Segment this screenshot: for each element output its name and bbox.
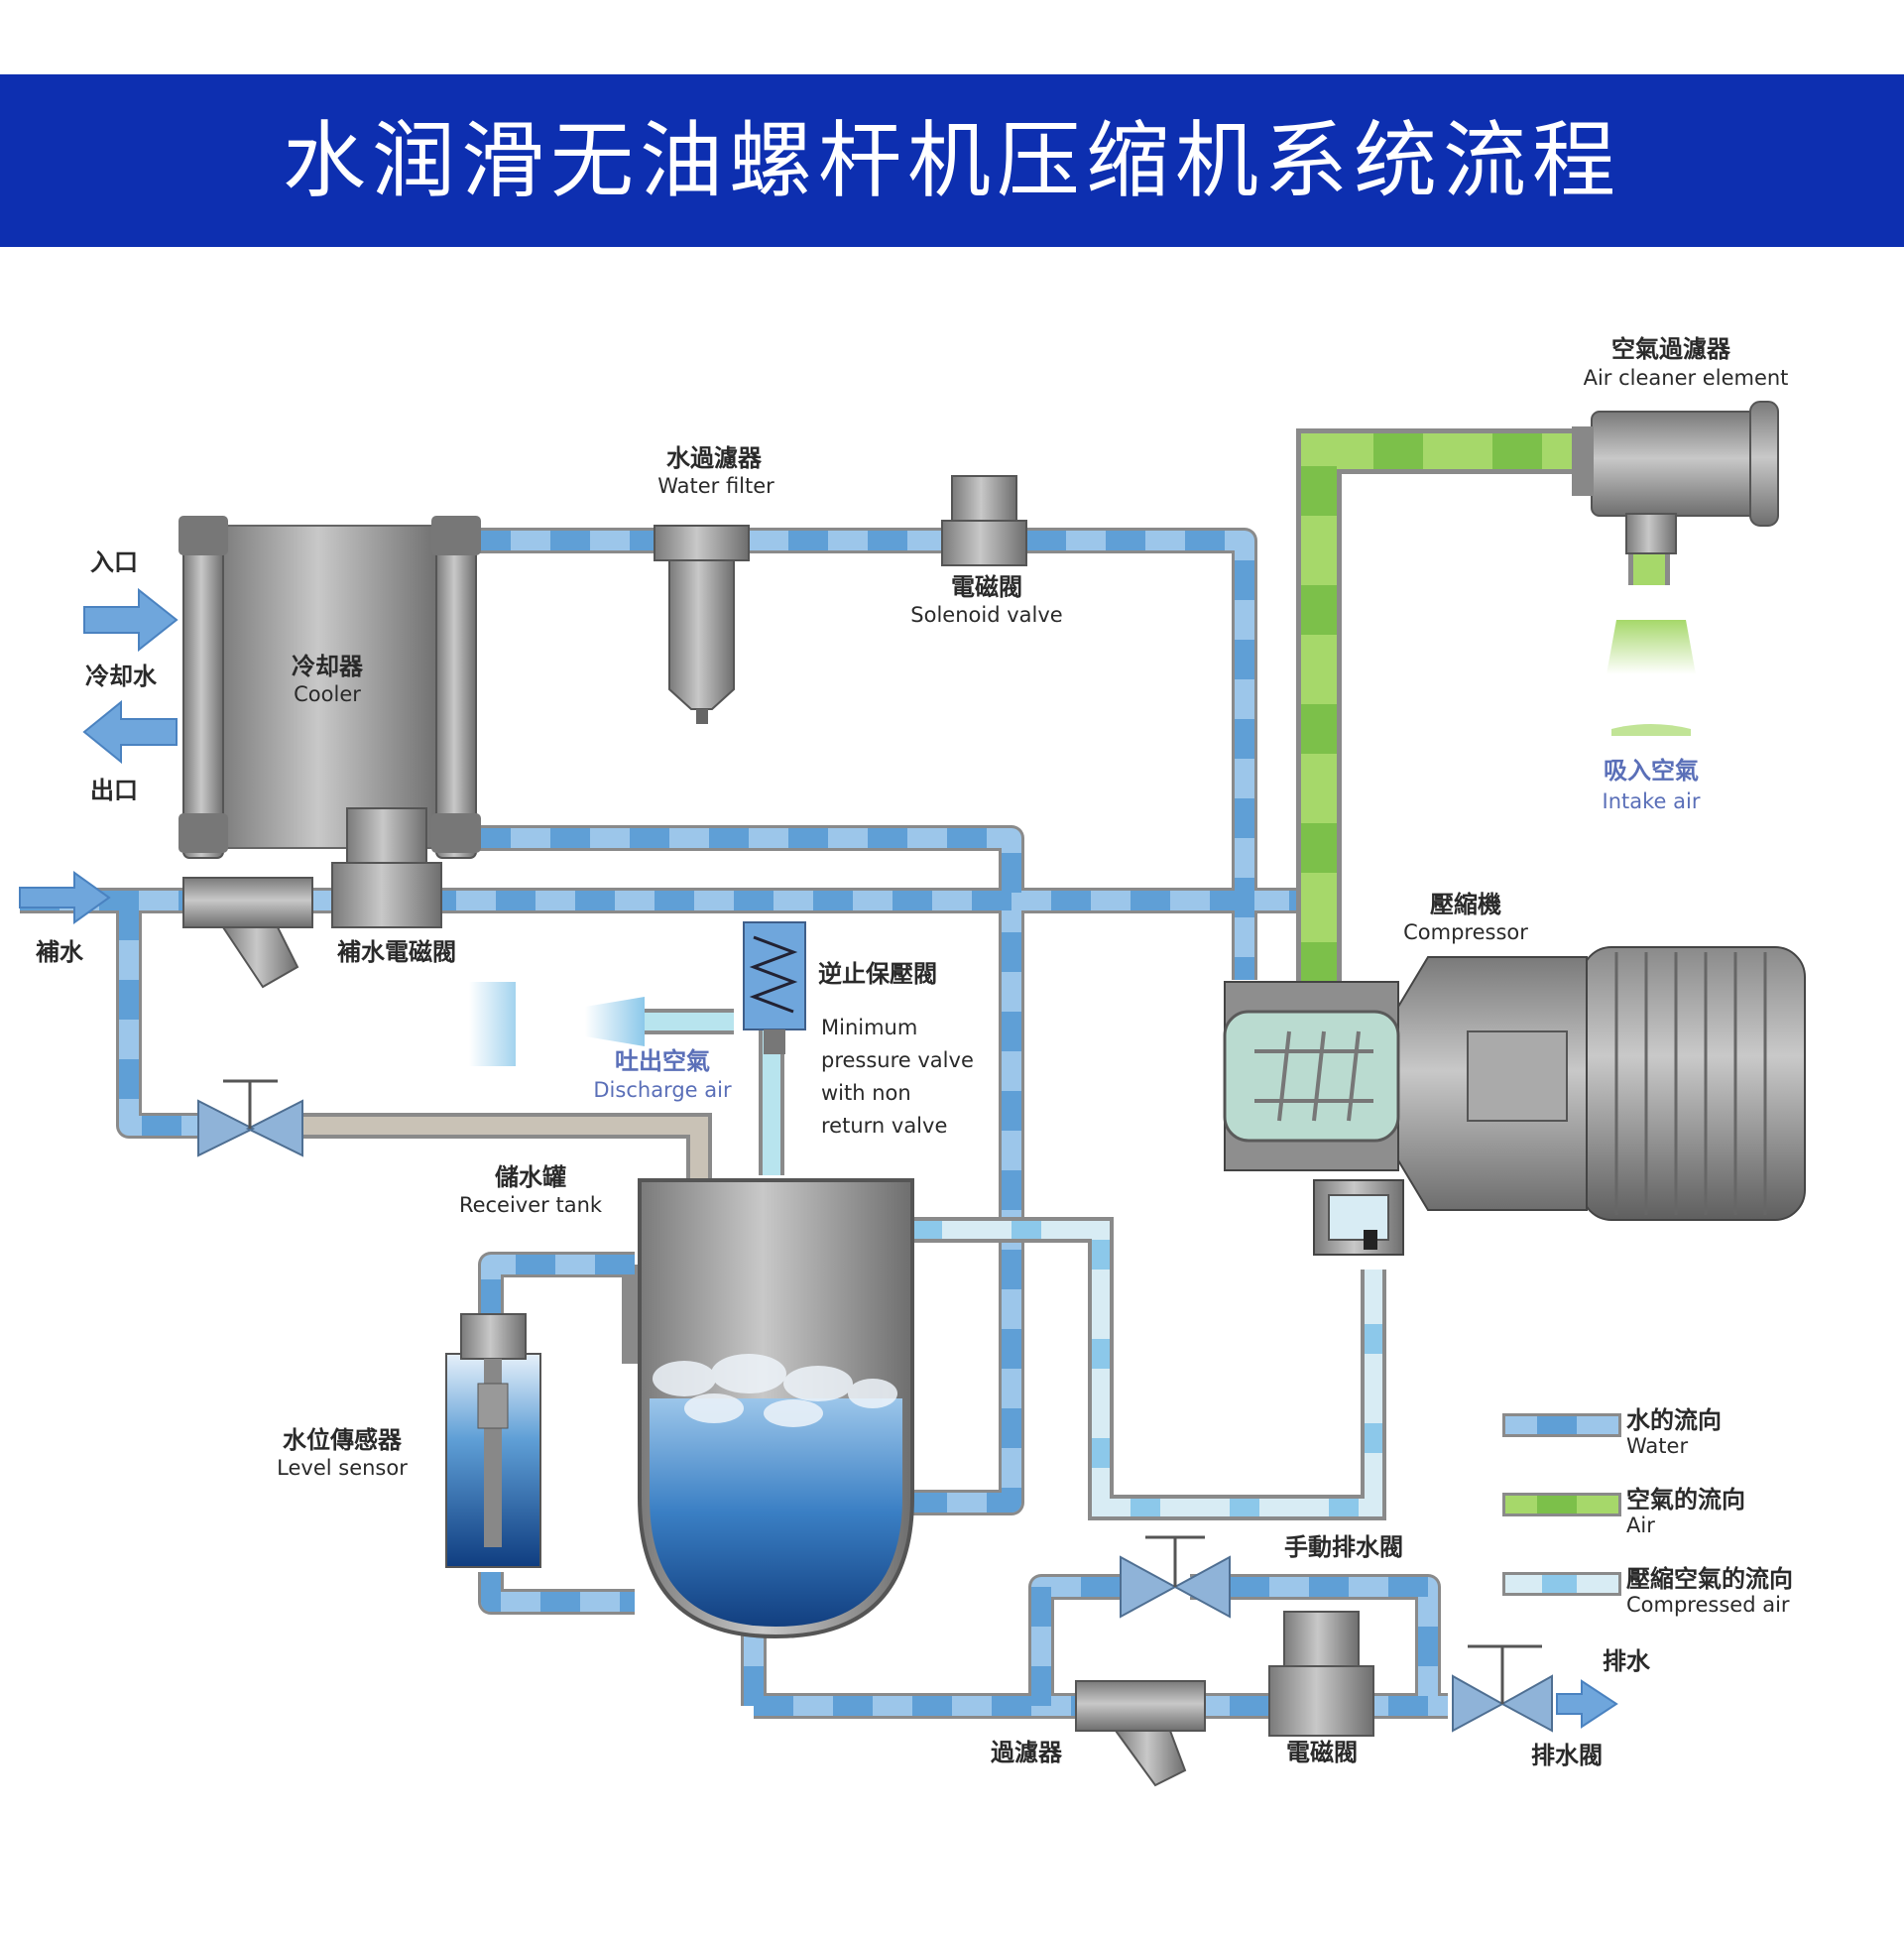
level-sensor-label-en: Level sensor (277, 1456, 408, 1480)
legend-air-cn: 空氣的流向 (1626, 1486, 1745, 1513)
cooling-water-label: 冷却水 (85, 663, 158, 690)
receiver-label-cn: 儲水罐 (495, 1163, 566, 1191)
water-filter-label-cn: 水過濾器 (666, 444, 763, 472)
compressor-label-cn: 壓縮機 (1430, 891, 1501, 918)
solenoid-valve-top (941, 475, 1027, 566)
makeup-water-label: 補水 (35, 938, 84, 966)
level-sensor (445, 1313, 541, 1568)
outlet-label: 出口 (90, 777, 138, 804)
solenoid-bottom-label: 電磁閥 (1286, 1739, 1358, 1766)
inlet-label: 入口 (90, 548, 138, 576)
makeup-arrow-icon (19, 871, 111, 924)
intake-label-en: Intake air (1603, 789, 1701, 813)
air-cleaner-label-en: Air cleaner element (1584, 366, 1789, 390)
labels: 空氣過濾器 Air cleaner element 水過濾器 Water fil… (35, 335, 1788, 1769)
solenoid-label-en: Solenoid valve (910, 603, 1062, 627)
legend: 水的流向 Water 空氣的流向 Air 壓縮空氣的流向 Compressed … (1502, 1406, 1793, 1617)
legend-water-cn: 水的流向 (1626, 1406, 1722, 1434)
air-pipe (1296, 428, 1670, 992)
legend-compressed-en: Compressed air (1626, 1593, 1790, 1617)
makeup-hand-valve (197, 1079, 303, 1157)
cooler-label-cn: 冷却器 (292, 653, 364, 680)
receiver-label-en: Receiver tank (459, 1193, 603, 1217)
air-cleaner (1572, 401, 1779, 554)
legend-water-swatch (1502, 1413, 1621, 1437)
check-valve-label-cn: 逆止保壓閥 (818, 960, 937, 988)
level-sensor-label-cn: 水位傳感器 (283, 1426, 403, 1454)
discharge-air-plume (469, 982, 645, 1066)
title-banner: 水润滑无油螺杆机压缩机系统流程 (0, 74, 1904, 247)
makeup-strainer (182, 877, 313, 989)
cooling-water-arrows (19, 587, 178, 924)
legend-water-en: Water (1626, 1434, 1688, 1458)
water-filter (654, 525, 750, 724)
legend-compressed-swatch (1502, 1572, 1621, 1596)
drain-label: 排水 (1603, 1647, 1651, 1675)
drain-valve (1452, 1644, 1618, 1733)
tank-feed-pipe (298, 1113, 712, 1185)
drain-valve-label: 排水閥 (1531, 1742, 1603, 1769)
intake-air-plume (1606, 620, 1696, 736)
filter-label: 過濾器 (991, 1739, 1063, 1766)
manual-drain-valve (1120, 1535, 1231, 1619)
min-pressure-line2: pressure valve (821, 1048, 974, 1072)
discharge-label-cn: 吐出空氣 (615, 1047, 710, 1075)
receiver-tank (638, 1178, 914, 1639)
min-pressure-line3: with non (821, 1081, 911, 1105)
compressor-label-en: Compressor (1403, 920, 1528, 944)
drain-solenoid-valve (1268, 1611, 1374, 1737)
water-pipes (20, 528, 1448, 1719)
min-pressure-valve (743, 921, 806, 1054)
manual-drain-label: 手動排水閥 (1284, 1533, 1403, 1561)
makeup-solenoid-valve (331, 807, 442, 928)
cooler (178, 516, 481, 859)
legend-air-swatch (1502, 1493, 1621, 1516)
min-pressure-line1: Minimum (821, 1016, 917, 1039)
outlet-arrow-icon (82, 699, 178, 765)
compressor (1223, 946, 1806, 1256)
makeup-solenoid-label: 補水電磁閥 (336, 938, 456, 966)
cooler-label-en: Cooler (294, 682, 361, 706)
drain-strainer (1075, 1680, 1206, 1787)
solenoid-label-cn: 電磁閥 (951, 573, 1022, 601)
drain-arrow-icon (1556, 1679, 1618, 1729)
legend-air-en: Air (1626, 1513, 1655, 1537)
legend-compressed-cn: 壓縮空氣的流向 (1626, 1565, 1793, 1593)
inlet-arrow-icon (83, 587, 178, 653)
discharge-label-en: Discharge air (593, 1078, 732, 1102)
water-filter-label-en: Water filter (657, 474, 774, 498)
diagram-title: 水润滑无油螺杆机压缩机系统流程 (282, 112, 1621, 209)
air-cleaner-label-cn: 空氣過濾器 (1611, 335, 1731, 363)
intake-label-cn: 吸入空氣 (1604, 757, 1699, 785)
min-pressure-line4: return valve (821, 1114, 947, 1138)
